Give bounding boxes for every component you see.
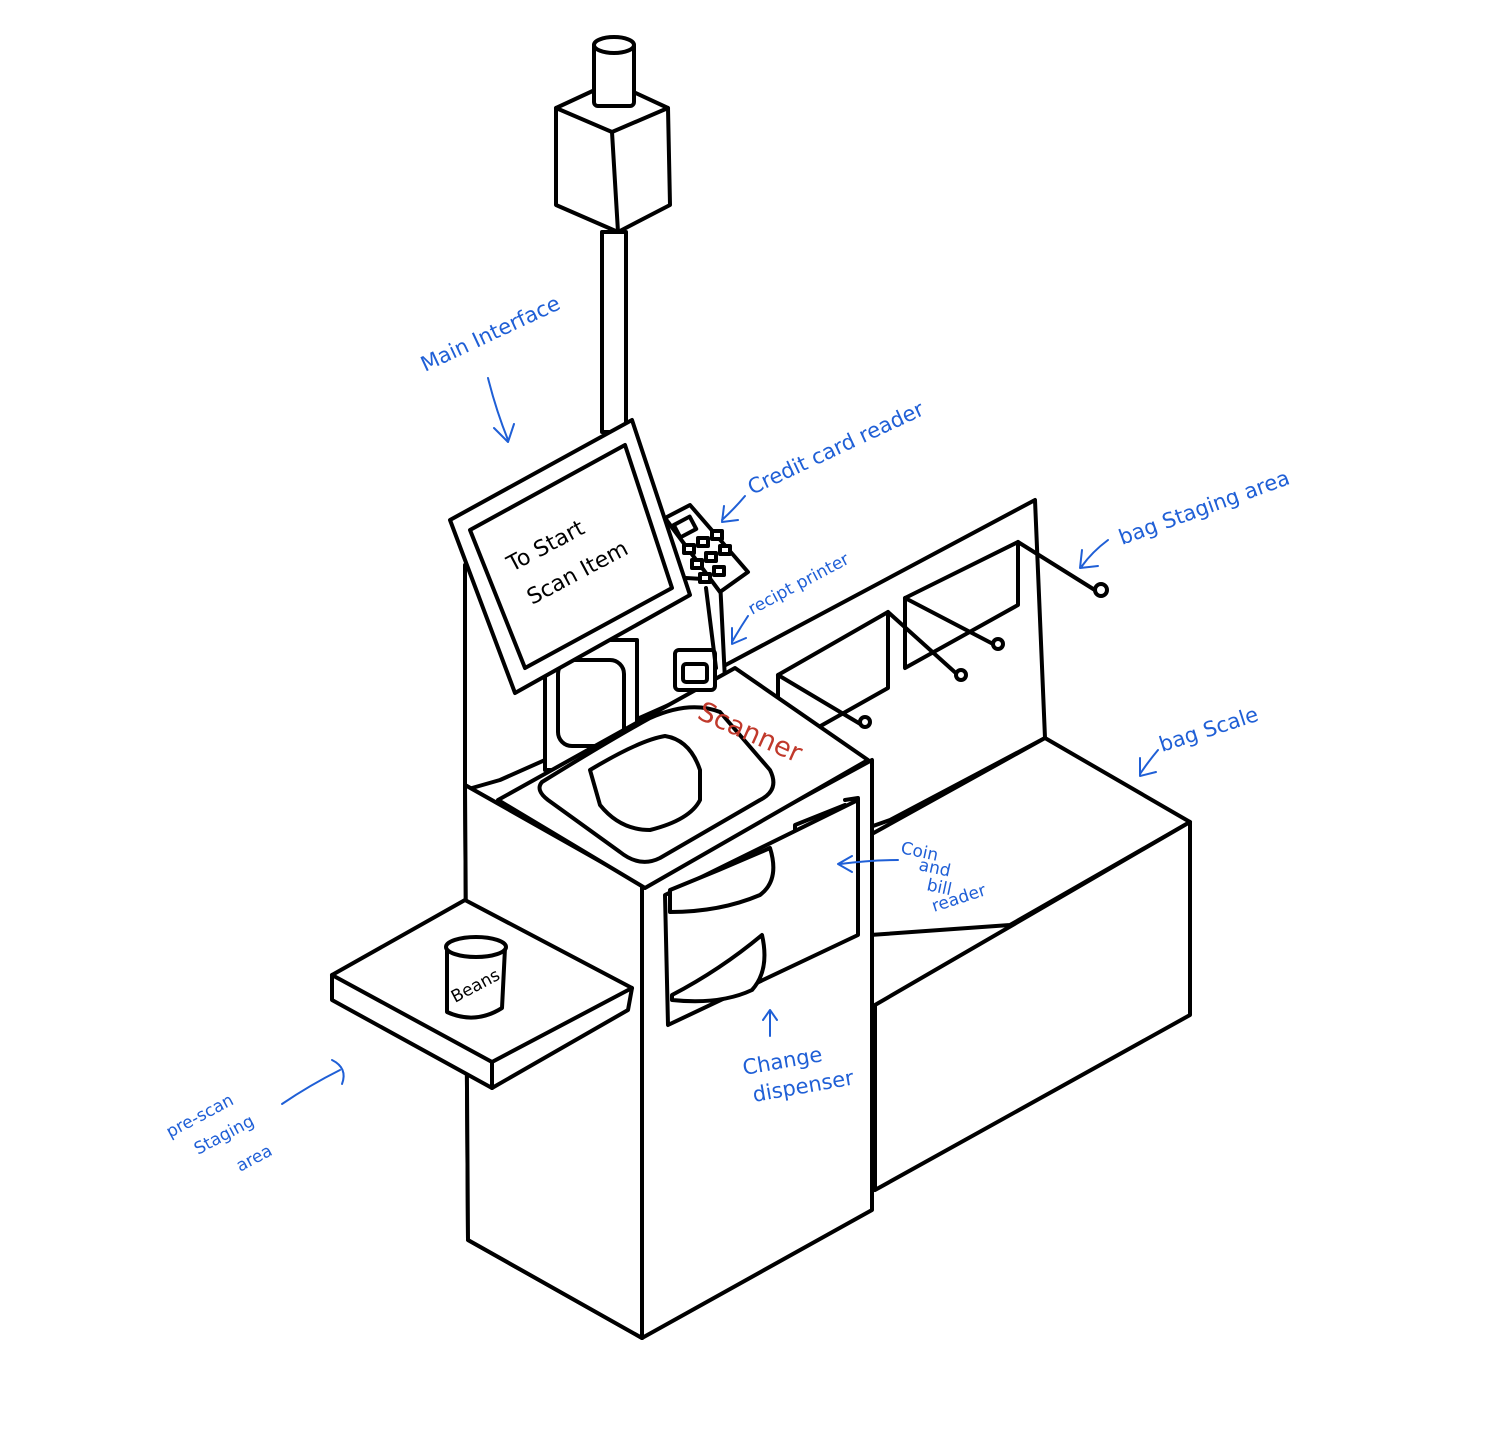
arrow-receipt-printer <box>732 616 748 644</box>
arrow-bag-scale <box>1140 750 1158 776</box>
arrow-credit-card-reader <box>722 496 745 522</box>
label-bag-staging-area: bag Staging area <box>1116 466 1293 550</box>
label-bag-scale: bag Scale <box>1156 702 1261 757</box>
beans-can: Beans <box>446 937 506 1018</box>
label-credit-card-reader: Credit card reader <box>744 397 928 500</box>
pole-and-light <box>556 37 670 432</box>
label-pre-scan-3: area <box>233 1141 276 1176</box>
arrow-bag-staging-area <box>1080 540 1108 568</box>
label-main-interface: Main Interface <box>417 291 564 376</box>
arrow-pre-scan <box>282 1060 344 1104</box>
pole <box>602 232 626 432</box>
arrow-main-interface <box>488 378 514 442</box>
